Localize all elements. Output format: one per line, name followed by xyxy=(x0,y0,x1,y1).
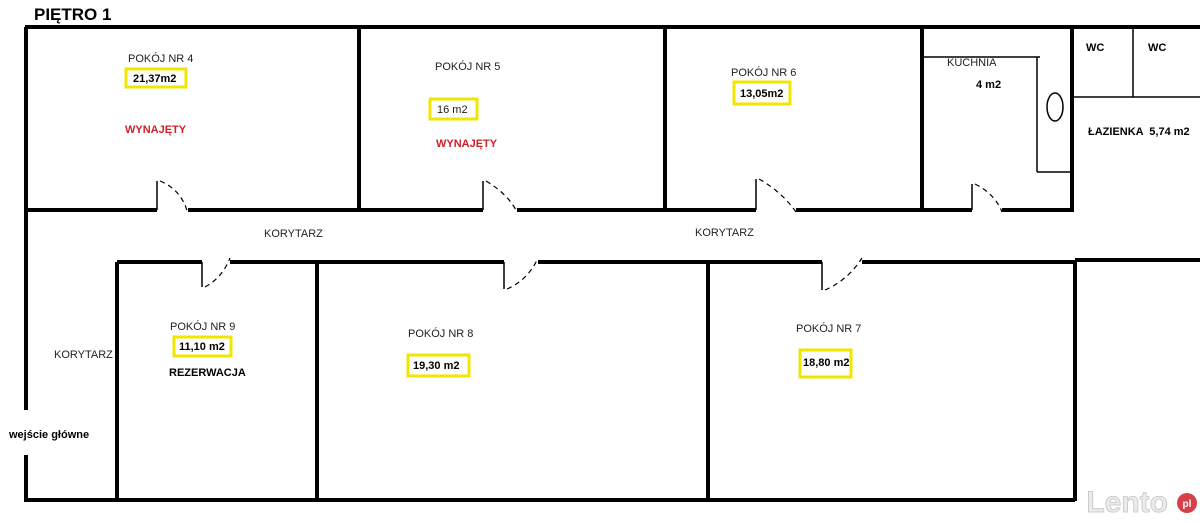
room-6-name: POKÓJ NR 6 xyxy=(731,66,796,79)
room-4-name: POKÓJ NR 4 xyxy=(128,52,193,65)
room-8-area-highlight xyxy=(406,353,471,378)
corridor-label-left: KORYTARZ xyxy=(264,228,323,240)
room-7-name: POKÓJ NR 7 xyxy=(796,322,861,335)
room-8-area: 19,30 m2 xyxy=(413,360,459,372)
doors xyxy=(156,178,1003,291)
door-room-4 xyxy=(156,180,189,215)
door-room-9 xyxy=(201,257,231,288)
lento-watermark: Lento pl xyxy=(1086,486,1197,519)
room-5-area-highlight xyxy=(428,97,479,121)
corridor-label-west: KORYTARZ xyxy=(54,349,113,361)
room-6-area: 13,05m2 xyxy=(740,88,783,100)
room-6-area-highlight xyxy=(732,80,792,106)
wc-2-label: WC xyxy=(1148,42,1166,54)
room-5-name: POKÓJ NR 5 xyxy=(435,60,500,73)
watermark-suffix: pl xyxy=(1183,499,1192,510)
door-kitchen xyxy=(971,183,1003,213)
room-9-name: POKÓJ NR 9 xyxy=(170,320,235,333)
door-room-7 xyxy=(821,257,863,291)
page-title: PIĘTRO 1 xyxy=(34,5,111,24)
room-8-name: POKÓJ NR 8 xyxy=(408,327,473,340)
room-7-area-highlight xyxy=(798,348,853,379)
sink-icon xyxy=(1046,92,1064,122)
room-4-area: 21,37m2 xyxy=(133,73,176,85)
room-7-area: 18,80 m2 xyxy=(803,357,849,369)
room-5-area: 16 m2 xyxy=(437,104,468,116)
kitchen-name: KUCHNIA xyxy=(947,57,997,69)
door-room-8 xyxy=(503,257,539,290)
room-4-area-highlight xyxy=(124,67,188,89)
room-4-status: WYNAJĘTY xyxy=(125,124,187,136)
entrance-label: wejście główne xyxy=(8,429,89,441)
kitchen-area: 4 m2 xyxy=(976,79,1001,91)
bathroom-label: ŁAZIENKA 5,74 m2 xyxy=(1088,126,1190,138)
watermark-badge xyxy=(1177,493,1197,513)
room-9-area-highlight xyxy=(172,335,233,358)
room-5-status: WYNAJĘTY xyxy=(436,138,498,150)
wc-1-label: WC xyxy=(1086,42,1104,54)
door-room-5 xyxy=(482,180,518,213)
door-room-6 xyxy=(755,178,797,213)
room-9-status: REZERWACJA xyxy=(169,367,246,379)
watermark-text: Lento xyxy=(1086,486,1168,519)
walls xyxy=(24,25,1200,502)
corridor-label-right: KORYTARZ xyxy=(695,227,754,239)
room-9-area: 11,10 m2 xyxy=(179,341,225,353)
